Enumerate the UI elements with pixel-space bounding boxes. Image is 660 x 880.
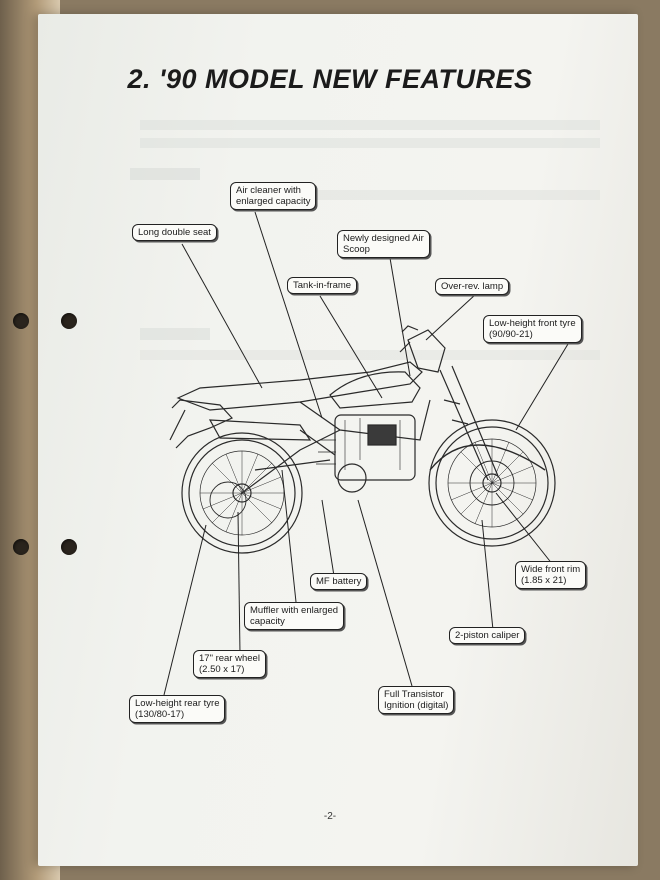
rear-wheel-drawing: [181, 432, 303, 554]
callout-air-cleaner: Air cleaner with enlarged capacity: [230, 182, 317, 210]
exhaust-drawing: [208, 419, 336, 456]
callout-long-seat: Long double seat: [132, 224, 217, 241]
page-title: 2. '90 MODEL NEW FEATURES: [127, 64, 533, 94]
callout-ignition: Full Transistor Ignition (digital): [378, 686, 455, 714]
callout-caliper: 2-piston caliper: [449, 627, 526, 644]
engine-drawing: [316, 414, 416, 493]
front-wheel-drawing: [428, 419, 556, 547]
leader-lines: [163, 211, 569, 696]
callout-tank-in-frame: Tank-in-frame: [287, 277, 358, 294]
callout-wide-rim: Wide front rim (1.85 x 21): [515, 561, 587, 589]
page-number: -2-: [323, 811, 337, 822]
punch-hole: [61, 539, 77, 555]
callout-rear-tyre: Low-height rear tyre (130/80-17): [129, 695, 226, 723]
front-fork-drawing: [439, 365, 499, 481]
callout-over-rev-lamp: Over-rev. lamp: [435, 278, 510, 295]
callout-front-tyre: Low-height front tyre (90/90-21): [483, 315, 582, 343]
tank-frame-drawing: [241, 371, 431, 494]
punch-hole: [13, 539, 29, 555]
callout-air-scoop: Newly designed Air Scoop: [337, 230, 430, 258]
punch-hole: [13, 313, 29, 329]
seat-and-fender-drawing: [169, 361, 423, 449]
callout-mf-battery: MF battery: [310, 573, 368, 590]
callout-rear-wheel: 17" rear wheel (2.50 x 17): [193, 650, 266, 678]
headlight-drawing: [399, 325, 446, 373]
punch-hole: [61, 313, 77, 329]
callout-muffler: Muffler with enlarged capacity: [244, 602, 345, 630]
